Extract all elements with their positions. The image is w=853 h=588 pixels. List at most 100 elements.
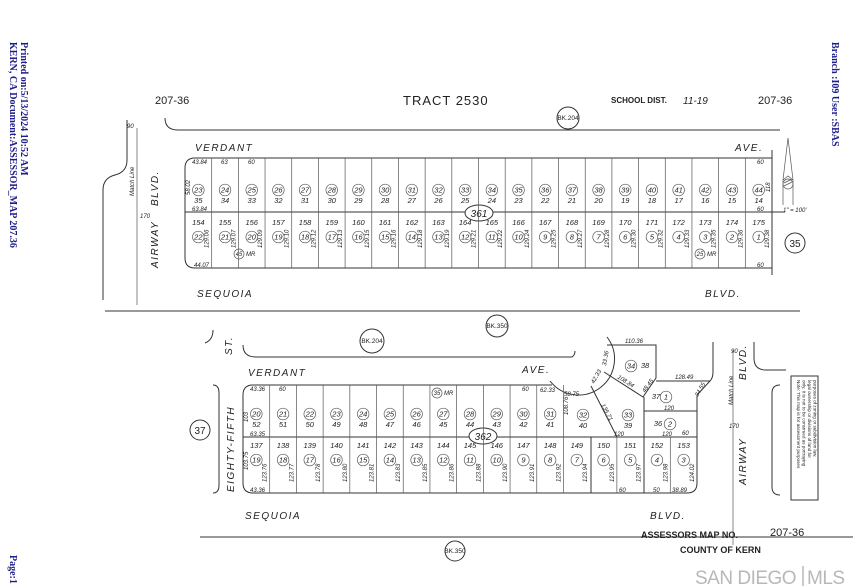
lot-circle — [619, 183, 632, 197]
blvd-label-bottom: BLVD. — [650, 511, 686, 522]
dim-cul-10876: 108.76 — [564, 396, 570, 415]
lot-number: 49 — [332, 420, 341, 429]
lot-circle — [192, 230, 205, 244]
lot-number: 148 — [544, 441, 557, 450]
lot-circle — [592, 183, 605, 197]
lot-number: 43 — [493, 420, 502, 429]
lot-number: 34 — [221, 196, 229, 205]
lot-circle — [298, 230, 312, 244]
dim-120-a: 120 — [664, 406, 675, 412]
lot-number: 19 — [621, 196, 630, 205]
lot-number: 171 — [646, 218, 659, 227]
dim-12849: 128.49 — [675, 375, 694, 381]
lot-number: 25 — [460, 196, 470, 205]
bottom-block-tract: 43.36 63.35 43.36 60 103.75 103 60 62.33… — [242, 339, 714, 494]
dim-cul-4233: 42.33 — [591, 368, 604, 385]
dim-cul-11036: 110.36 — [625, 339, 644, 345]
lot-circle-number: 3 — [703, 233, 708, 242]
lot-circle-number: 6 — [601, 456, 606, 465]
lot-circle — [272, 183, 285, 197]
dim-bottom-left-depth: 103.75 — [244, 451, 250, 470]
verdant-label-top: VERDANT — [195, 143, 253, 154]
lot-depth: 129.09 — [258, 229, 264, 248]
lot-circle-number: 7 — [575, 456, 580, 465]
lot-number: 24 — [487, 196, 496, 205]
lot-number: 46 — [412, 420, 421, 429]
lot-circle — [539, 183, 552, 197]
lot-circle-number: 28 — [327, 186, 337, 195]
lot-circle-number: 39 — [621, 186, 630, 195]
lot-circle-number: 25 — [385, 410, 395, 419]
lot-number: 169 — [592, 218, 605, 227]
lot-circle-number: 27 — [300, 186, 310, 195]
lot-number: 175 — [752, 218, 765, 227]
lot-circle-number: 19 — [274, 233, 283, 242]
lot-circle-number: 5 — [650, 233, 655, 242]
lot-circle-number: 21 — [220, 233, 229, 242]
lot-circle — [437, 453, 450, 467]
lot-depth: 129.10 — [285, 229, 291, 248]
dim-cul-6233: 62.33 — [540, 388, 556, 394]
right-bracket — [771, 384, 781, 496]
lot-circle-number: 1 — [757, 233, 761, 242]
dim-bottom-mid: 63.35 — [250, 432, 266, 438]
lot-number: 149 — [571, 441, 584, 450]
book-ref-bk350-bottom: BK.350 — [444, 548, 466, 555]
lot-number: 39 — [624, 421, 633, 430]
verdant-ave-north-line — [164, 117, 780, 131]
printed-on: Printed on:5/13/2024 10:52 AM — [18, 42, 29, 176]
side-left-print-info: KERN, CA Document:ASSESSOR_MAP 207.36 Pr… — [7, 42, 29, 584]
dim-3889: 38.89 — [672, 488, 688, 494]
lot-circle-number: 30 — [381, 186, 390, 195]
lot-circle-number: 2 — [729, 233, 735, 242]
lot-number: 138 — [277, 441, 290, 450]
lot-circle — [245, 230, 258, 244]
mr-suffix-bottom: MR — [444, 391, 454, 397]
lot-depth: 123.97 — [637, 463, 643, 482]
lot-depth: 123.78 — [316, 463, 322, 482]
dim-63-top: 63 — [221, 160, 228, 166]
lot-number: 167 — [539, 218, 552, 227]
lot-circle — [272, 230, 285, 244]
ave-label-bottom: AVE. — [521, 365, 550, 376]
lot-circle-number: 7 — [596, 233, 601, 242]
lot-number: 160 — [352, 218, 365, 227]
lot-circle — [459, 183, 472, 197]
lot-number: 52 — [252, 420, 261, 429]
verdant-label-bottom: VERDANT — [248, 368, 306, 379]
lot-circle-number: 38 — [594, 186, 603, 195]
lot-depth: 129.25 — [552, 229, 558, 248]
lot-circle — [432, 230, 445, 244]
lot-circle-number: 41 — [674, 186, 682, 195]
lot-number: 35 — [194, 196, 203, 205]
lot-circle-number: 8 — [570, 233, 575, 242]
lot-circle-number: 23 — [331, 410, 341, 419]
dim-170-right: 170 — [729, 424, 740, 430]
lot-depth: 129.35 — [712, 229, 718, 248]
lot-depth: 129.13 — [338, 229, 344, 248]
lot-circle — [298, 183, 312, 197]
note-line-3: legal ownership or divisions of land for — [807, 380, 812, 458]
lot-circle-number: 18 — [279, 456, 288, 465]
lot-circle — [218, 183, 232, 197]
lot-circle-number: 43 — [728, 186, 737, 195]
lot-circle-number: 17 — [328, 233, 337, 242]
lot-depth: 129.24 — [525, 229, 531, 248]
mr-suffix-top-left: MR — [246, 252, 256, 258]
lot-circle-number: 31 — [546, 410, 554, 419]
map-scale: 1" = 100' — [783, 208, 807, 214]
dim-60-bottom: 60 — [279, 387, 286, 393]
top-block-outline — [184, 150, 785, 275]
mr-ref-circle — [694, 248, 706, 260]
airway-label-left: AIRWAY — [150, 221, 161, 269]
book-ref-bk204-mid: BK.204 — [361, 338, 383, 345]
book-ref-bk204-top: BK.204 — [557, 115, 579, 122]
lot-number: 28 — [380, 196, 390, 205]
lot-circle-number: 21 — [278, 410, 287, 419]
lot-circle — [383, 453, 397, 467]
document-info: KERN, CA Document:ASSESSOR_MAP 207.36 — [7, 42, 18, 248]
lot-number: 170 — [619, 218, 632, 227]
book-ref-circle — [485, 314, 509, 338]
lot-number: 139 — [304, 441, 317, 450]
mr-ref-top-left: 45 — [236, 252, 243, 258]
